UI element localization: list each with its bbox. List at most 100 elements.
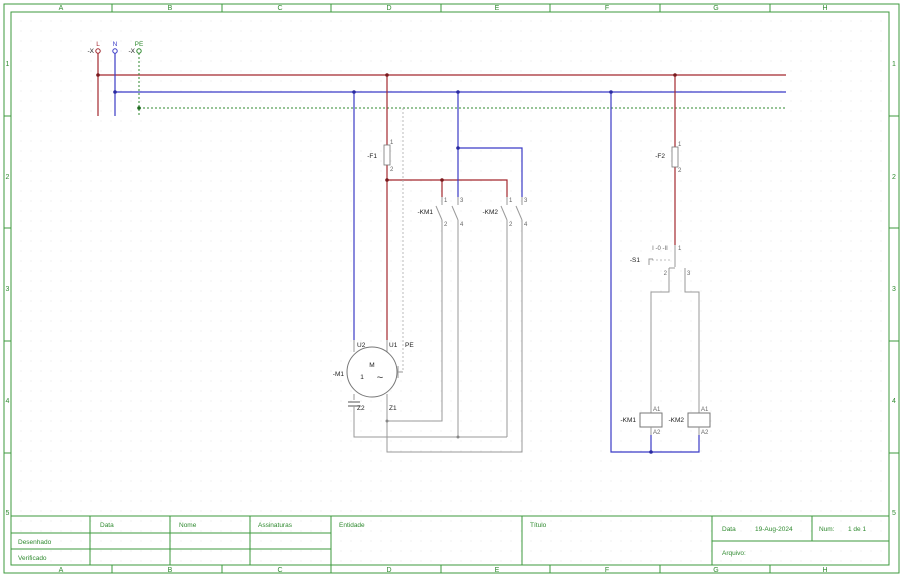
pin-label: 4	[460, 222, 464, 228]
num-value: 1 de 1	[848, 526, 866, 533]
u1-label: U1	[389, 342, 398, 349]
ac-icon: ~	[377, 372, 383, 384]
col-h: H	[822, 567, 827, 574]
motor-m1[interactable]: M 1 ~ -M1 U2 U1 PE Z2 Z1	[333, 340, 415, 412]
s1-positions: I -0 -II	[652, 246, 668, 252]
f1-label: -F1	[367, 153, 377, 160]
u2-label: U2	[357, 342, 366, 349]
contactor-km1-contacts[interactable]: -KM1 1 3 2 4	[387, 197, 464, 437]
row-1-right: 1	[892, 61, 896, 68]
col-a: A	[59, 5, 64, 12]
control-circuit: -F2 1 2 I -0 -II -S1 1 2 3 -KM1 A1 A2 -K…	[610, 75, 711, 453]
pin-label: 2	[509, 222, 513, 228]
pin-label: 1	[678, 246, 682, 252]
row-1: 1	[6, 61, 10, 68]
pin-label: 3	[460, 198, 464, 204]
col-f: F	[605, 5, 609, 12]
nome-header: Nome	[179, 522, 197, 529]
terminal-x2-label: -X	[129, 48, 136, 55]
wire[interactable]	[353, 410, 507, 438]
col-b: B	[168, 5, 173, 12]
pin-label: 1	[678, 142, 682, 148]
z2-label: Z2	[357, 405, 365, 412]
wire[interactable]	[457, 92, 523, 197]
row-2: 2	[6, 174, 10, 181]
row-2-right: 2	[892, 174, 896, 181]
neutral-wire[interactable]	[610, 92, 700, 453]
row-5: 5	[6, 510, 10, 517]
km2-label: -KM2	[482, 209, 498, 216]
power-supply: L N PE -X -X	[88, 41, 786, 116]
pin-label: A1	[653, 407, 661, 413]
terminal-n[interactable]	[112, 48, 118, 54]
title-block: Data Nome Assinaturas Entidade Título De…	[11, 515, 889, 565]
pin-label: 1	[509, 198, 513, 204]
titulo-header: Título	[530, 522, 547, 529]
km2-coil-label: -KM2	[668, 417, 684, 424]
km1-coil-label: -KM1	[620, 417, 636, 424]
col-f: F	[605, 567, 609, 574]
row-3: 3	[6, 286, 10, 293]
terminal-pe-label: PE	[135, 41, 144, 48]
motor-circuit: -F1 1 2 -KM1 1 3 2 4 -KM2 1 3 2 4 M 1	[333, 75, 528, 453]
pin-label: 2	[678, 168, 682, 174]
neutral-bus[interactable]	[114, 53, 786, 116]
column-labels-top: A B C D E F G H	[59, 5, 828, 12]
m1-label: -M1	[333, 371, 345, 378]
selector-switch-s1[interactable]: I -0 -II -S1 1 2 3	[630, 245, 700, 413]
col-e: E	[495, 5, 500, 12]
motor-m-label: M	[369, 362, 374, 369]
pin-label: 3	[687, 271, 691, 277]
terminal-n-label: N	[113, 41, 118, 48]
pe-label: PE	[405, 342, 414, 349]
wire[interactable]	[386, 75, 508, 340]
col-g: G	[713, 567, 718, 574]
pin-label: 2	[390, 167, 394, 173]
row-4: 4	[6, 398, 10, 405]
coil-km1[interactable]: -KM1 A1 A2	[620, 407, 663, 436]
desenhado-label: Desenhado	[18, 539, 52, 546]
row-4-right: 4	[892, 398, 896, 405]
pin-label: 3	[524, 198, 528, 204]
pin-label: 1	[444, 198, 448, 204]
pin-label: A2	[701, 430, 709, 436]
col-d: D	[386, 5, 391, 12]
col-c: C	[277, 5, 282, 12]
verificado-label: Verificado	[18, 555, 47, 562]
z1-label: Z1	[389, 405, 397, 412]
col-e: E	[495, 567, 500, 574]
contactor-km2-contacts[interactable]: -KM2 1 3 2 4	[386, 197, 528, 453]
s1-label: -S1	[630, 257, 641, 264]
pin-label: A2	[653, 430, 661, 436]
col-a: A	[59, 567, 64, 574]
terminal-l[interactable]	[95, 48, 101, 54]
row-5-right: 5	[892, 510, 896, 517]
col-d: D	[386, 567, 391, 574]
num-label: Num:	[819, 526, 835, 533]
data-header: Data	[100, 522, 114, 529]
phase-bus[interactable]	[97, 53, 786, 116]
assinaturas-header: Assinaturas	[258, 522, 293, 529]
terminal-l-label: L	[96, 41, 100, 48]
earth-bus[interactable]	[138, 53, 786, 116]
pin-label: 2	[444, 222, 448, 228]
fuse-f2[interactable]	[671, 146, 679, 168]
km1-label: -KM1	[417, 209, 433, 216]
sheet-frame	[3, 3, 900, 574]
f2-label: -F2	[655, 153, 665, 160]
frame-dividers	[4, 4, 899, 573]
col-c: C	[277, 567, 282, 574]
fuse-f1[interactable]	[383, 144, 391, 166]
col-g: G	[713, 5, 718, 12]
terminal-pe[interactable]	[136, 48, 142, 54]
pin-label: 2	[664, 271, 668, 277]
terminal-x-label: -X	[88, 48, 95, 55]
arquivo-label: Arquivo:	[722, 550, 746, 557]
col-h: H	[822, 5, 827, 12]
date-value: 19-Aug-2024	[755, 526, 793, 533]
row-3-right: 3	[892, 286, 896, 293]
entidade-header: Entidade	[339, 522, 365, 529]
row-labels: 1 2 3 4 5 1 2 3 4 5	[6, 61, 897, 517]
pin-label: 1	[390, 140, 394, 146]
